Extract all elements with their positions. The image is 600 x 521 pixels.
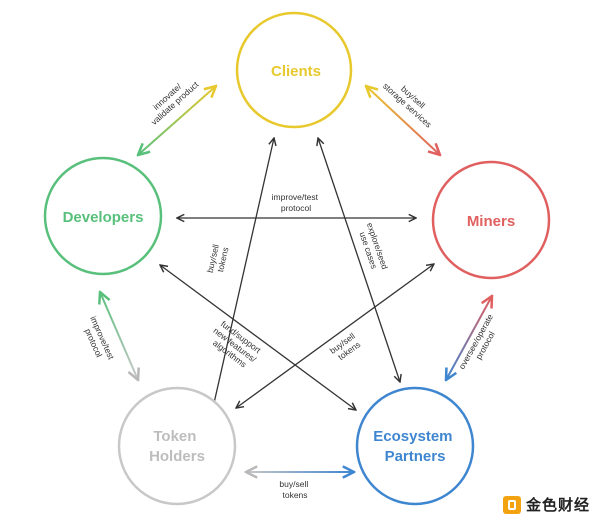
label-miners-ecosystem-partners: oversee/operate protocol (457, 310, 505, 376)
label-developers-miners: improve/test protocol (272, 192, 321, 213)
node-ecosystem-partners-circle (355, 386, 475, 506)
edge-miners-ecosystem-partners (446, 296, 492, 380)
label-token-holders-ecosystem-partners: buy/sell tokens (279, 479, 310, 500)
edge-clients-token-holders (212, 138, 274, 412)
edge-developers-token-holders (100, 292, 138, 380)
node-developers-label: Developers (63, 209, 144, 226)
label-miners-token-holders: buy/sell tokens (328, 329, 365, 364)
label-clients-ecosystem-partners: explore/seed use cases (355, 221, 391, 276)
node-miners: Miners (431, 160, 551, 280)
label-clients-miners: buy/sell storage services (381, 73, 440, 129)
watermark-logo-icon (502, 495, 521, 514)
label-clients-developers: innovate/ validate product (142, 72, 200, 127)
node-token-holders-label: Token Holders (149, 428, 205, 465)
edge-miners-token-holders (236, 264, 434, 408)
node-clients-circle (235, 11, 353, 129)
node-developers-circle (43, 156, 163, 276)
edge-clients-developers (138, 86, 216, 155)
label-developers-ecosystem-partners: fund/support new features/ algorithms (205, 318, 266, 374)
edge-clients-miners (366, 86, 440, 155)
node-clients: Clients (235, 11, 353, 129)
node-token-holders: Token Holders (117, 386, 237, 506)
label-clients-token-holders: buy/sell tokens (205, 241, 232, 276)
node-clients-label: Clients (271, 63, 321, 80)
watermark: 金色财经 (502, 494, 590, 515)
node-miners-circle (431, 160, 551, 280)
node-ecosystem-partners-label: Ecosystem Partners (373, 428, 456, 465)
watermark-text: 金色财经 (525, 496, 590, 514)
label-developers-token-holders: improve/test protocol (79, 315, 117, 368)
node-token-holders-circle (117, 386, 237, 506)
node-developers: Developers (43, 156, 163, 276)
node-ecosystem-partners: Ecosystem Partners (355, 386, 475, 506)
node-miners-label: Miners (467, 213, 515, 230)
